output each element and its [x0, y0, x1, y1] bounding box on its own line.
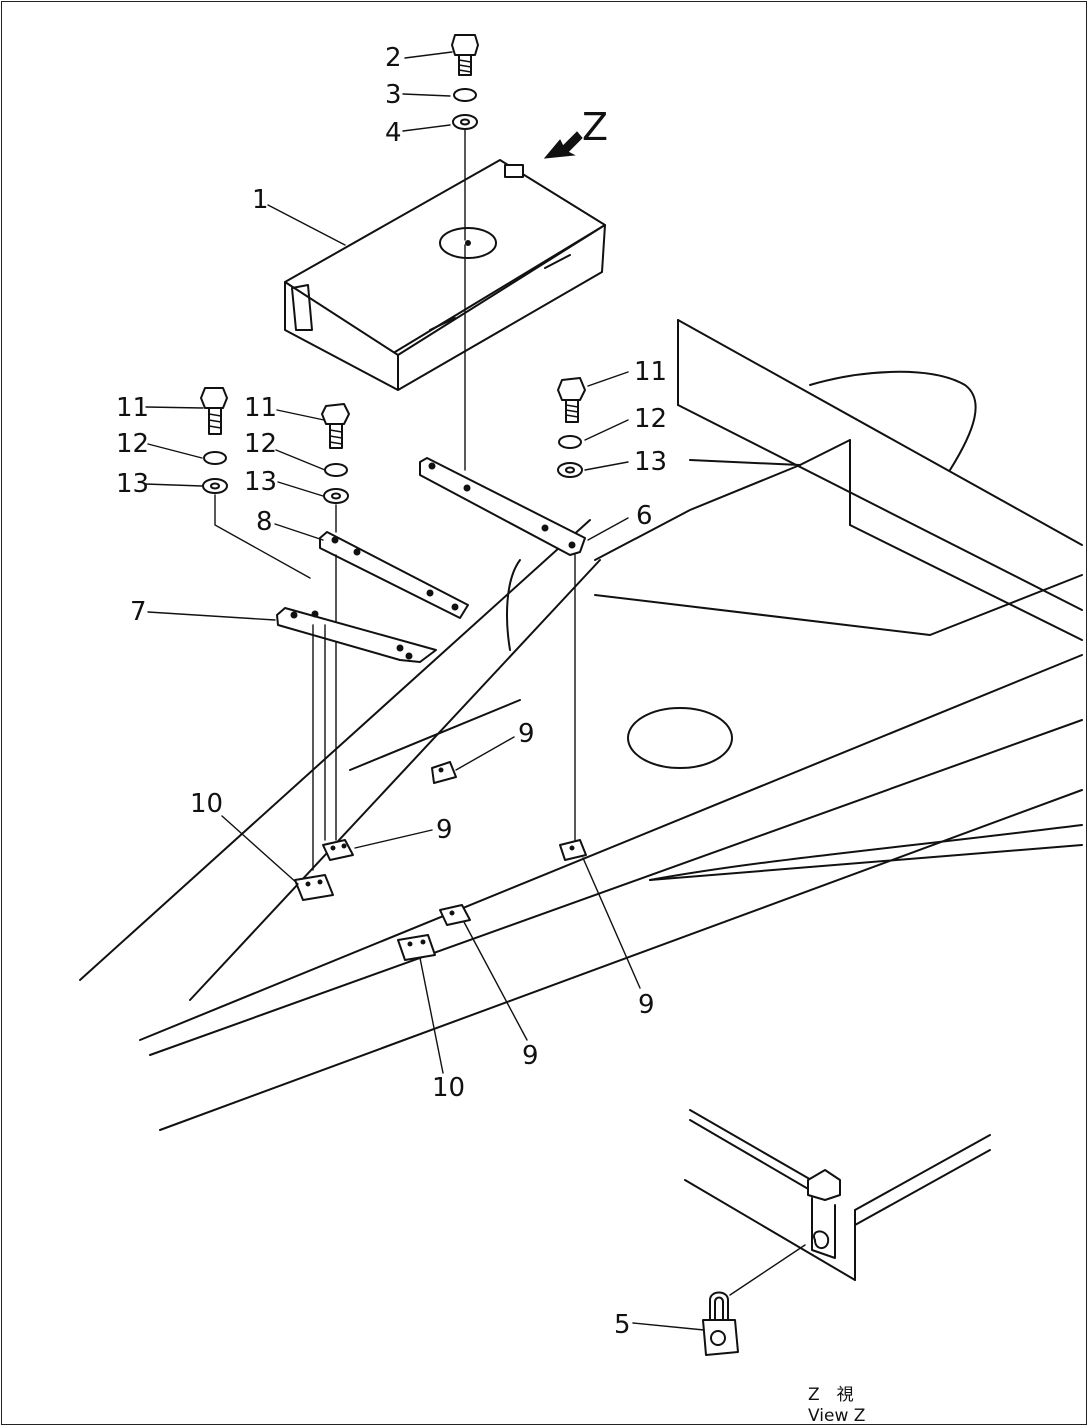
- battery-box: [284, 159, 606, 391]
- callout-12-left: 12: [116, 429, 149, 459]
- callout-9-b: 9: [436, 815, 453, 845]
- bracket-7: [276, 607, 437, 871]
- callout-9-c: 9: [638, 990, 655, 1020]
- callout-8: 8: [256, 507, 273, 537]
- callout-12-right: 12: [634, 404, 667, 434]
- right-hardware: [557, 377, 586, 478]
- view-caption-english: View Z: [808, 1406, 865, 1426]
- callout-1: 1: [252, 185, 269, 215]
- bracket-8: [319, 531, 469, 841]
- callout-12-mid: 12: [244, 429, 277, 459]
- left-hardware: [200, 387, 350, 579]
- leader-lines: [144, 51, 705, 1331]
- callout-11-right: 11: [634, 357, 667, 387]
- callout-5: 5: [614, 1310, 631, 1340]
- view-caption: Z 視 View Z: [808, 1385, 865, 1426]
- callout-10-b: 10: [432, 1073, 465, 1103]
- callouts: 2 3 4 1 11 11 11 12 12 12 13 13 13 8 6 7…: [116, 43, 667, 1340]
- mount-plates: [294, 761, 587, 961]
- callout-10-a: 10: [190, 789, 223, 819]
- view-arrow-label: Z: [582, 105, 608, 149]
- callout-13-left: 13: [116, 469, 149, 499]
- chassis-frame: [79, 319, 1083, 1131]
- callout-11-mid: 11: [244, 393, 277, 423]
- callout-6: 6: [636, 501, 653, 531]
- callout-9-d: 9: [522, 1041, 539, 1071]
- callout-9-a: 9: [518, 719, 535, 749]
- callout-2: 2: [385, 43, 402, 73]
- callout-13-right: 13: [634, 447, 667, 477]
- callout-7: 7: [130, 597, 147, 627]
- callout-4: 4: [385, 118, 402, 148]
- bracket-6: [419, 457, 586, 846]
- callout-11-left: 11: [116, 393, 149, 423]
- view-z-detail: [684, 1109, 991, 1356]
- callout-3: 3: [385, 80, 402, 110]
- view-z-arrow: Z: [543, 105, 608, 159]
- view-caption-japanese: Z 視: [808, 1385, 854, 1405]
- callout-13-mid: 13: [244, 467, 277, 497]
- top-hardware: [451, 34, 479, 471]
